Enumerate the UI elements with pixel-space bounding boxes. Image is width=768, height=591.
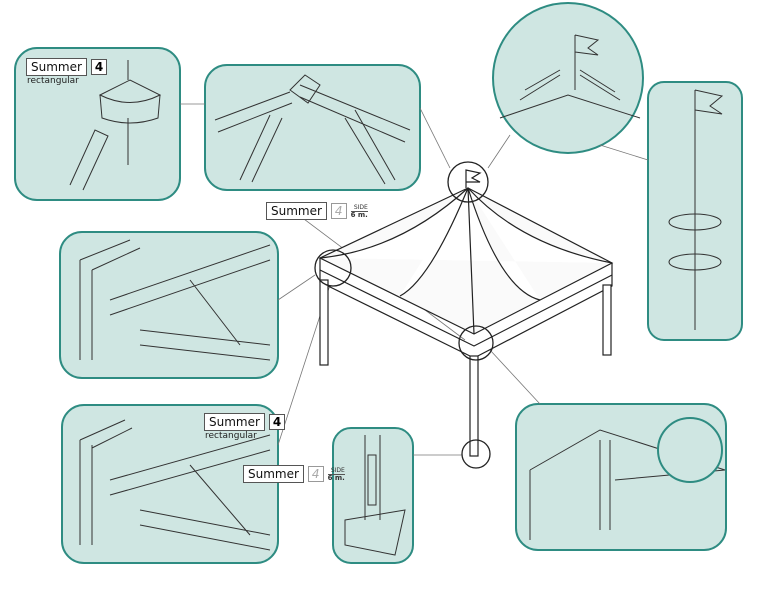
brand-name: Summer: [243, 465, 304, 483]
detail-panel-foot-plate: [332, 427, 414, 564]
side-label: SIDE: [353, 203, 368, 211]
model-number: 4: [307, 466, 324, 482]
brand-name: Summer: [204, 413, 265, 431]
model-number: 4: [330, 203, 347, 219]
product-subtitle: rectangular: [27, 76, 79, 86]
model-number: 4: [268, 414, 286, 430]
detail-panel-side-rail: [59, 231, 279, 379]
detail-highlight-circles: [314, 161, 494, 469]
product-label-top-left: Summer 4: [26, 58, 108, 76]
sketch-details: [69, 34, 726, 556]
detail-circle-peak-flag: [492, 2, 644, 154]
detail-panel-top-hub: [14, 47, 181, 201]
detail-panel-corner-joint: [204, 64, 421, 191]
product-label-bottom-left: Summer 4: [204, 413, 286, 431]
brand-name: Summer: [266, 202, 327, 220]
product-subtitle: rectangular: [205, 431, 257, 441]
canopy-tent: [318, 169, 614, 457]
detail-panel-side-rail-2: [61, 404, 279, 564]
brand-name: Summer: [26, 58, 87, 76]
length-label: 6 m.: [327, 473, 345, 482]
length-label: 6 m.: [350, 210, 368, 219]
model-number: 4: [90, 59, 108, 75]
side-label: SIDE: [330, 466, 345, 474]
